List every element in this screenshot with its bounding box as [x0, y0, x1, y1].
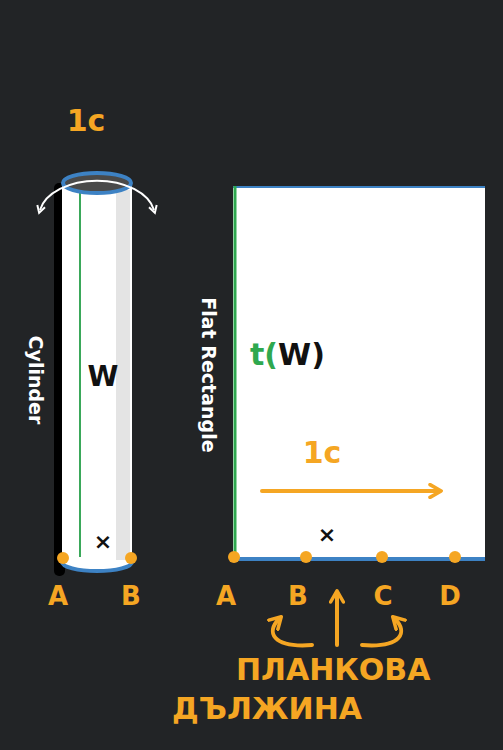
point-label: B [121, 582, 141, 612]
point-mark: × [94, 529, 112, 554]
rectangle-figure [228, 186, 485, 563]
cylinder-shape: W× [62, 183, 132, 563]
rotation-arrow [40, 181, 154, 210]
pointer-arrow [335, 594, 339, 645]
unroll-arrow [262, 489, 438, 493]
point-dot [376, 551, 388, 563]
annotation-text: ПЛАНКОВА ДЪЛЖИНА [172, 650, 462, 728]
bottom-edge [233, 557, 485, 561]
point-label: C [373, 582, 392, 612]
point-label: A [216, 582, 236, 612]
cylinder-figure [40, 173, 154, 576]
point-dot [449, 551, 461, 563]
flat-sheet [233, 186, 485, 560]
point-dot [57, 552, 69, 564]
top-edge [233, 186, 485, 188]
point-dot [125, 552, 137, 564]
point-label: A [48, 582, 68, 612]
circumference-label: 1c [303, 436, 342, 471]
cylinder-bottom [62, 562, 132, 571]
pointer-arrow [362, 619, 401, 645]
seam-edge [234, 186, 237, 560]
point-mark: × [318, 522, 336, 547]
cylinder-body [62, 183, 132, 562]
point-dot [300, 551, 312, 563]
point-label: D [439, 582, 461, 612]
figure-title: Cylinder [24, 336, 46, 425]
flat-rectangle-shape: t(W) 1c × [233, 186, 485, 560]
circumference-label: 1c [67, 104, 106, 139]
figure-title: Flat Rectangle [196, 297, 218, 452]
function-label: t(W) [250, 338, 325, 373]
cylinder-label: W [88, 361, 119, 393]
seam-line [79, 193, 81, 557]
pointer-arrow [273, 619, 312, 645]
point-label: B [288, 582, 308, 612]
point-dot [228, 551, 240, 563]
